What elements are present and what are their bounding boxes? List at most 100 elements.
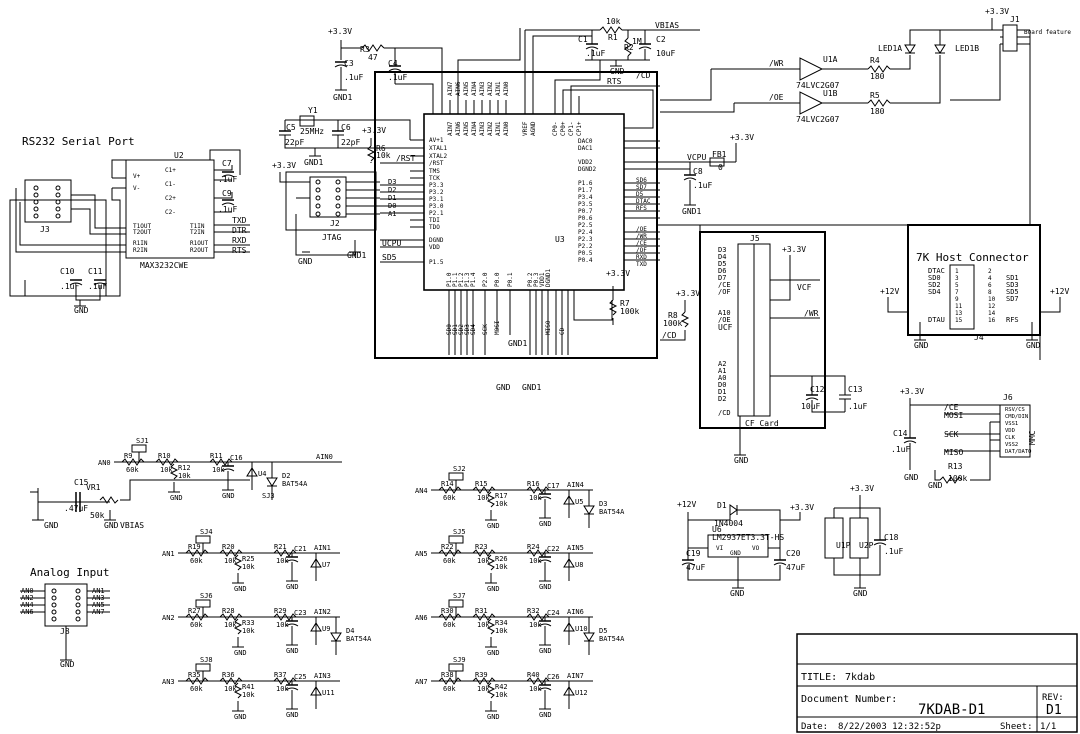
net-label: D5: [636, 191, 644, 198]
power-label: GND: [730, 589, 745, 598]
resistor-value: 60k: [443, 494, 456, 502]
resistor-value: 10k: [477, 621, 490, 629]
net-label: /RST: [396, 154, 415, 163]
net-label: D1: [718, 388, 726, 396]
resistor-label: R30: [441, 607, 454, 615]
solder-jumper-symbol: [448, 472, 464, 481]
u1b-buffer: [799, 91, 824, 115]
schottky-diode-symbol: [266, 477, 278, 487]
y1-label: Y1: [308, 106, 318, 115]
power-label: GND: [539, 520, 552, 528]
power-label: +12V: [1050, 287, 1069, 296]
u2-pin-label: V+: [133, 173, 141, 180]
c6-value: 22pF: [341, 138, 360, 147]
solder-jumper-symbol: [448, 599, 464, 608]
resistor-label: R14: [441, 480, 454, 488]
net-label: AN4: [21, 601, 34, 609]
net-label: A10: [718, 309, 731, 317]
power-label: VCF: [797, 283, 812, 292]
u2-pin-label: C2-: [165, 209, 176, 216]
net-label: AIN0: [503, 81, 510, 96]
net-label: AIN5: [567, 544, 584, 552]
net-label: SCK: [482, 324, 489, 335]
resistor-label: R22: [441, 543, 454, 551]
j4-pin-number: 16: [988, 317, 996, 324]
u1-part: 74LVC2G07: [796, 115, 840, 124]
net-label: SD2: [928, 281, 941, 289]
u3-pin-label: P0.7: [578, 208, 593, 215]
resistor-value: 10k: [477, 685, 490, 693]
resistor-symbol: [273, 677, 297, 685]
u3-pin-label: DGND1: [545, 269, 552, 287]
u3-body: [423, 113, 625, 291]
power-label: GND: [610, 67, 625, 76]
tvs-label: U12: [575, 689, 588, 697]
resistor-value: 60k: [190, 557, 203, 565]
power-label: GND: [74, 306, 89, 315]
capacitor-label: C21: [294, 545, 307, 553]
net-label: SD2: [458, 324, 465, 335]
solder-jumper-label: SJ5: [453, 528, 466, 536]
r1-label: R1: [608, 33, 618, 42]
net-label: /OF: [636, 247, 647, 254]
power-label: +3.3V: [790, 503, 814, 512]
power-label: +3.3V: [782, 245, 806, 254]
power-label: GND: [734, 456, 749, 465]
net-label: D2: [388, 186, 396, 194]
c5-label: C5: [286, 123, 296, 132]
net-label: AIN3: [314, 672, 331, 680]
j1-label: J1: [1010, 15, 1020, 24]
net-label: AN1: [162, 550, 175, 558]
net-label: SD5: [382, 253, 397, 262]
fb1-value: 0: [718, 163, 723, 172]
net-label: AIN2: [487, 81, 494, 96]
tvs-label: U8: [575, 561, 583, 569]
jtag-connector-j2: [309, 176, 347, 218]
c8-value: .1uF: [693, 181, 712, 190]
capacitor-plate: [221, 468, 235, 472]
net-label: AN3: [92, 594, 105, 602]
net-label: SD5: [1006, 288, 1019, 296]
resistor-value: 10k: [495, 563, 508, 571]
led1b-label: LED1B: [955, 44, 979, 53]
u3-pin-label: P1.0: [446, 272, 453, 287]
resistor-value: 10k: [178, 472, 191, 480]
c9-value: .1uF: [218, 205, 237, 214]
r4-value: 180: [870, 72, 885, 81]
u3-right-pin-lines: [624, 140, 690, 261]
power-label: +3.3V: [328, 27, 352, 36]
u3-pin-label: DAC1: [578, 145, 593, 152]
diode-label: D5: [599, 627, 607, 635]
resistor-value: 10k: [242, 627, 255, 635]
j4-pin-number: 11: [955, 303, 963, 310]
resistor-label: R36: [222, 671, 235, 679]
u3-pin-label: TCK: [429, 175, 440, 182]
power-label: +12V: [677, 500, 696, 509]
resistor-label: R35: [188, 671, 201, 679]
title-block: TITLE: 7kdab Document Number: 7KDAB-D1 R…: [796, 633, 1078, 733]
host-title: 7K Host Connector: [916, 251, 1029, 264]
resistor-value: 10k: [495, 627, 508, 635]
resistor-value: 10k: [529, 685, 542, 693]
title-value: 7kdab: [845, 672, 875, 683]
u3-pin-label: P1.3: [464, 272, 471, 287]
c7-value: .1uF: [218, 175, 237, 184]
solder-jumper-symbol: [448, 663, 464, 672]
power-label: +3.3V: [606, 269, 630, 278]
power-label: GND: [286, 711, 299, 719]
net-label: DTAC: [928, 267, 945, 275]
resistor-value: 60k: [443, 557, 456, 565]
u2-pin-label: T2OUT: [133, 229, 151, 236]
resistor-value: 10k: [242, 691, 255, 699]
power-label: GND: [222, 492, 235, 500]
u2p-label: U2P: [859, 541, 874, 550]
j6-mmc-socket: [999, 404, 1031, 458]
board-feature-label: Board feature: [1024, 29, 1071, 36]
net-label: AIN1: [495, 81, 502, 96]
net-label: AIN5: [463, 81, 470, 96]
r6-value: 10k: [376, 151, 391, 160]
resistor-symbol: [273, 549, 297, 557]
resistor-value: 10k: [224, 557, 237, 565]
j4-pin-number: 13: [955, 310, 963, 317]
r3-label: R3: [360, 45, 370, 54]
